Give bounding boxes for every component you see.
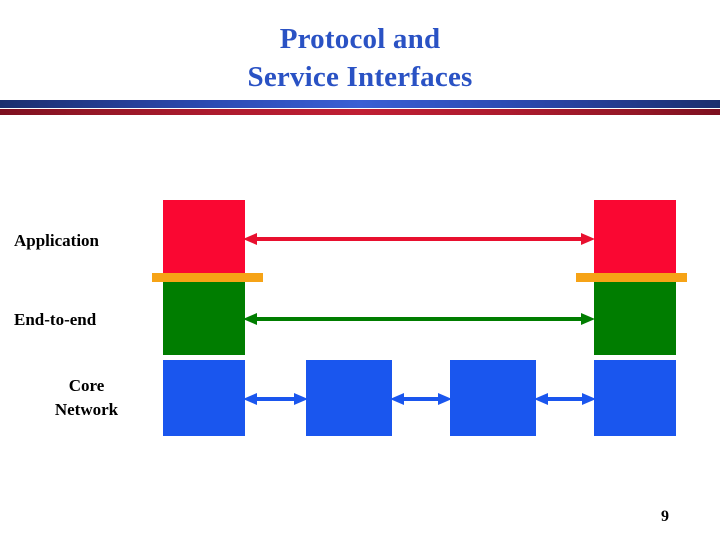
core-network-hop-arrow-3-icon: [534, 393, 596, 405]
page-title-line-2: Service Interfaces: [247, 61, 473, 94]
layer-label-core-network: Core Network: [54, 376, 119, 420]
layer-label-end-to-end: End-to-end: [14, 310, 97, 329]
core-network-hop-arrow-2-icon: [390, 393, 452, 405]
end-to-end-protocol-arrow-icon: [243, 313, 595, 325]
application-block-left: [163, 200, 245, 273]
layer-label-application: Application: [14, 231, 100, 250]
core-network-node-left: [163, 360, 245, 436]
application-block-right: [594, 200, 676, 273]
divider-blue-bar: [0, 100, 720, 108]
application-protocol-arrow-icon: [243, 233, 595, 245]
core-network-node-right: [594, 360, 676, 436]
page-title-line-1: Protocol and: [279, 23, 441, 55]
core-network-node-middle-1: [306, 360, 392, 436]
core-network-hop-arrow-1-icon: [243, 393, 308, 405]
service-interface-bar-left: [152, 273, 263, 282]
service-interface-bar-right: [576, 273, 687, 282]
page-title: Protocol and Service Interfaces: [60, 20, 660, 97]
end-to-end-block-left: [163, 282, 245, 355]
divider-red-bar: [0, 109, 720, 115]
core-network-node-middle-2: [450, 360, 536, 436]
end-to-end-block-right: [594, 282, 676, 355]
page-number: 9: [661, 508, 669, 525]
